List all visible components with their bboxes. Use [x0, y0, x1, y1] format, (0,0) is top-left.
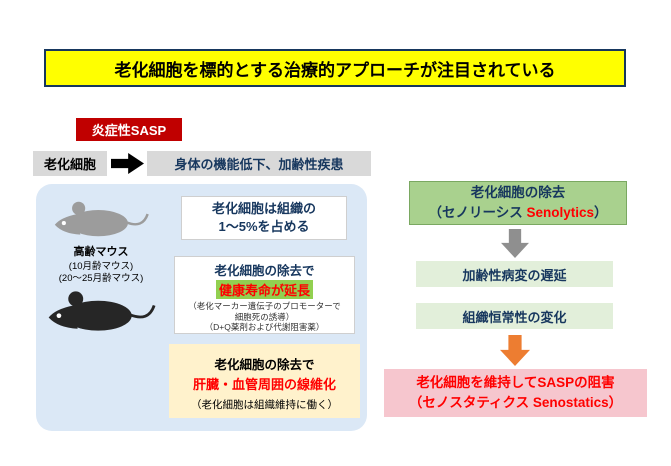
- senostatics-paren: ）: [608, 395, 623, 410]
- aged-mouse-black-icon: [48, 291, 156, 331]
- fibrosis-line-1: 老化細胞の除去で: [214, 358, 315, 372]
- fact-line-1: 老化細胞は組織の: [211, 200, 316, 216]
- removal-note-2: 細胞死の誘導）: [234, 311, 295, 322]
- senolytics-line-1: 老化細胞の除去: [470, 185, 566, 201]
- senostatics-line-1: 老化細胞を維持してSASPの阻害: [416, 375, 615, 391]
- senolytics-en: Senolytics: [526, 205, 594, 220]
- fibrosis-note: （老化細胞は組織維持に働く）: [191, 399, 338, 411]
- down-arrow-gray-icon: [501, 229, 529, 258]
- senolytics-jp: （セノリーシス: [428, 205, 527, 220]
- mouse-age-note-2: (20～25月齢マウス): [58, 273, 144, 284]
- right-arrow-icon: [111, 153, 144, 174]
- removal-line-1: 老化細胞の除去で: [214, 264, 315, 279]
- removal-note-3: （D+Q薬剤および代謝阻害薬）: [204, 322, 325, 333]
- removal-benefit-box: 老化細胞の除去で 健康寿命が延長 （老化マーカー遺伝子のプロモーターで 細胞死の…: [174, 256, 355, 334]
- senolytics-paren: ）: [594, 205, 608, 220]
- fact-line-2: 1～5%を占める: [218, 219, 310, 234]
- lifespan-highlight: 健康寿命が延長: [215, 280, 313, 300]
- senostatics-jp: （セノスタティクス: [408, 395, 533, 410]
- fact-box: 老化細胞は組織の 1～5%を占める: [181, 196, 347, 240]
- senolytics-box: 老化細胞の除去 （セノリーシス Senolytics）: [409, 181, 627, 225]
- senostatics-line-2: （セノスタティクス Senostatics）: [409, 393, 622, 413]
- removal-note-1: （老化マーカー遺伝子のプロモーターで: [188, 301, 341, 312]
- homeostasis-step-box: 組織恒常性の変化: [416, 303, 613, 329]
- senostatics-en: Senostatics: [532, 395, 609, 410]
- page-title: 老化細胞を標的とする治療的アプローチが注目されている: [44, 49, 626, 87]
- mouse-age-note-1: (10月齢マウス): [68, 261, 134, 272]
- senescent-cell-box: 老化細胞: [33, 151, 107, 176]
- sasp-badge: 炎症性SASP: [76, 118, 182, 141]
- fibrosis-line-2: 肝臓・血管周囲の線維化: [192, 377, 336, 392]
- mouse-label: 高齢マウス: [73, 246, 129, 258]
- senostatics-box: 老化細胞を維持してSASPの阻害 （セノスタティクス Senostatics）: [384, 369, 647, 417]
- fibrosis-box: 老化細胞の除去で 肝臓・血管周囲の線維化 （老化細胞は組織維持に働く）: [169, 344, 360, 418]
- down-arrow-orange-icon: [500, 335, 530, 366]
- senolytics-line-2: （セノリーシス Senolytics）: [428, 203, 607, 223]
- outcome-box: 身体の機能低下、加齢性疾患: [147, 151, 371, 176]
- delay-step-box: 加齢性病変の遅延: [416, 261, 613, 287]
- aged-mouse-gray-icon: [54, 201, 149, 237]
